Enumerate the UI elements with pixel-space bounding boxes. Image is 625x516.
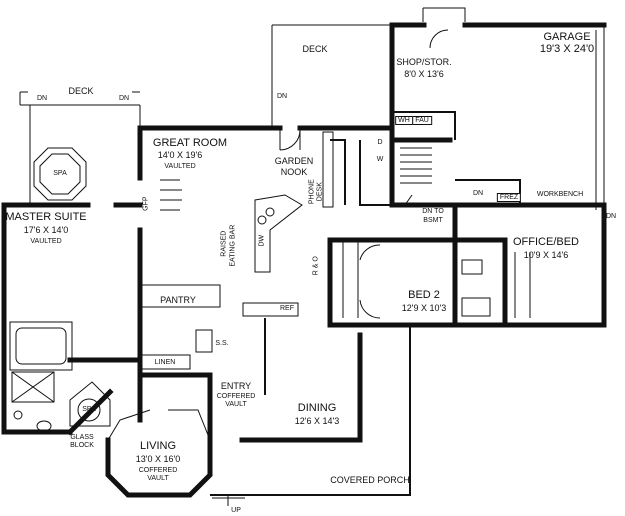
phone-desk-label-2: DESK — [316, 182, 324, 202]
garage-dn-1: DN — [472, 190, 484, 197]
dining-size: 12'6 X 14'3 — [294, 416, 340, 426]
office-bed-size: 10'9 X 14'6 — [523, 250, 569, 260]
dishwasher-label: DW — [258, 234, 266, 247]
dn-to-bsmt-1: DN TO — [422, 208, 444, 215]
living-size: 13'0 X 16'0 — [135, 454, 181, 464]
pantry-label: PANTRY — [160, 295, 196, 305]
dryer-label: D — [377, 139, 383, 146]
entry-note-1: COFFERED — [216, 393, 256, 400]
entry-label: ENTRY — [220, 381, 252, 391]
great-room-label: GREAT ROOM — [152, 137, 228, 149]
covered-porch-label: COVERED PORCH — [330, 475, 410, 485]
entry-note-2: VAULT — [225, 401, 247, 408]
porch-up-label: UP — [231, 507, 241, 514]
freezer-label: FREZ — [496, 193, 522, 203]
garage-dn-2: DN — [605, 213, 617, 220]
garage-size: 19'3 X 24'0 — [539, 43, 595, 55]
bed2-label: BED 2 — [408, 289, 440, 301]
great-room-size: 14'0 X 19'6 — [157, 150, 203, 160]
ss-label: S.S. — [215, 340, 229, 347]
raised-bar-label-1: RAISED — [220, 230, 228, 257]
deck-left-dn-1: DN — [36, 95, 48, 102]
great-room-note: VAULTED — [164, 163, 196, 170]
bath-spa-label: SPA — [82, 406, 96, 413]
water-heater-label: WH — [395, 116, 413, 126]
living-note-1: COFFERED — [138, 467, 178, 474]
deck-top-dn: DN — [276, 93, 288, 100]
master-suite-size: 17'6 X 14'0 — [23, 225, 69, 235]
garage-label: GARAGE — [543, 31, 591, 43]
linen-label: LINEN — [154, 359, 176, 366]
shop-size: 8'0 X 13'6 — [404, 69, 444, 79]
garden-nook-label-2: NOOK — [280, 167, 308, 177]
bed2-size: 12'9 X 10'3 — [401, 303, 447, 313]
raised-bar-label-2: EATING BAR — [229, 224, 237, 267]
range-oven-label: R & O — [312, 256, 320, 276]
shop-label: SHOP/STOR. — [396, 57, 452, 67]
washer-label: W — [376, 156, 384, 163]
outdoor-spa — [33, 147, 87, 201]
deck-left-label: DECK — [68, 86, 94, 96]
office-bed-label: OFFICE/BED — [512, 236, 580, 248]
gfp-label: GFP — [142, 196, 150, 211]
deck-top-label: DECK — [302, 44, 328, 54]
glass-block-label-1: GLASS — [70, 434, 94, 441]
outdoor-spa-label: SPA — [53, 170, 67, 177]
living-note-2: VAULT — [147, 475, 169, 482]
master-suite-label: MASTER SUITE — [5, 211, 87, 223]
refrigerator-label: REF — [280, 305, 294, 312]
master-suite-note: VAULTED — [30, 238, 62, 245]
phone-desk-label-1: PHONE — [308, 179, 316, 205]
fau-label: FAU — [412, 116, 432, 126]
deck-left-dn-2: DN — [118, 95, 130, 102]
bath-spa-tub — [69, 381, 111, 427]
dining-label: DINING — [297, 402, 337, 414]
workbench-label: WORKBENCH — [536, 191, 584, 198]
living-label: LIVING — [139, 440, 177, 452]
dn-to-bsmt-2: BSMT — [423, 217, 443, 224]
glass-block-label-2: BLOCK — [70, 442, 94, 449]
garden-nook-label-1: GARDEN — [274, 156, 314, 166]
